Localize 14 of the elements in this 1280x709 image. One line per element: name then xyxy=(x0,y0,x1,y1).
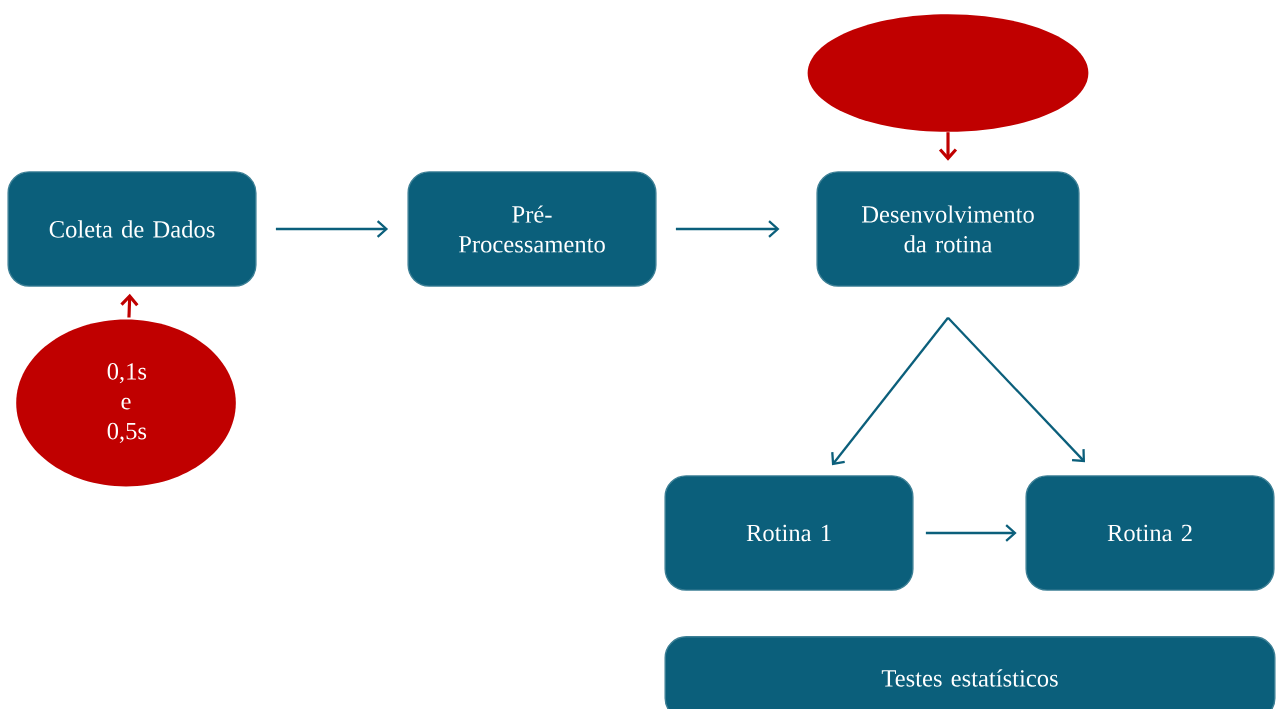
arrow xyxy=(938,132,958,161)
process-box: Desenvolvimento da rotina xyxy=(816,171,1080,287)
process-box: Rotina 1 xyxy=(664,475,914,591)
process-box: Testes estatísticos xyxy=(664,636,1276,709)
arrow xyxy=(831,317,949,466)
process-box: Coleta de Dados xyxy=(7,171,257,287)
process-box: Pré-Processamento xyxy=(407,171,657,287)
ellipse xyxy=(807,14,1089,132)
arrow xyxy=(120,293,139,318)
arrow xyxy=(925,524,1017,542)
arrow xyxy=(675,220,780,238)
process-box: Rotina 2 xyxy=(1025,475,1275,591)
arrow xyxy=(275,220,389,238)
arrow xyxy=(947,317,1085,463)
